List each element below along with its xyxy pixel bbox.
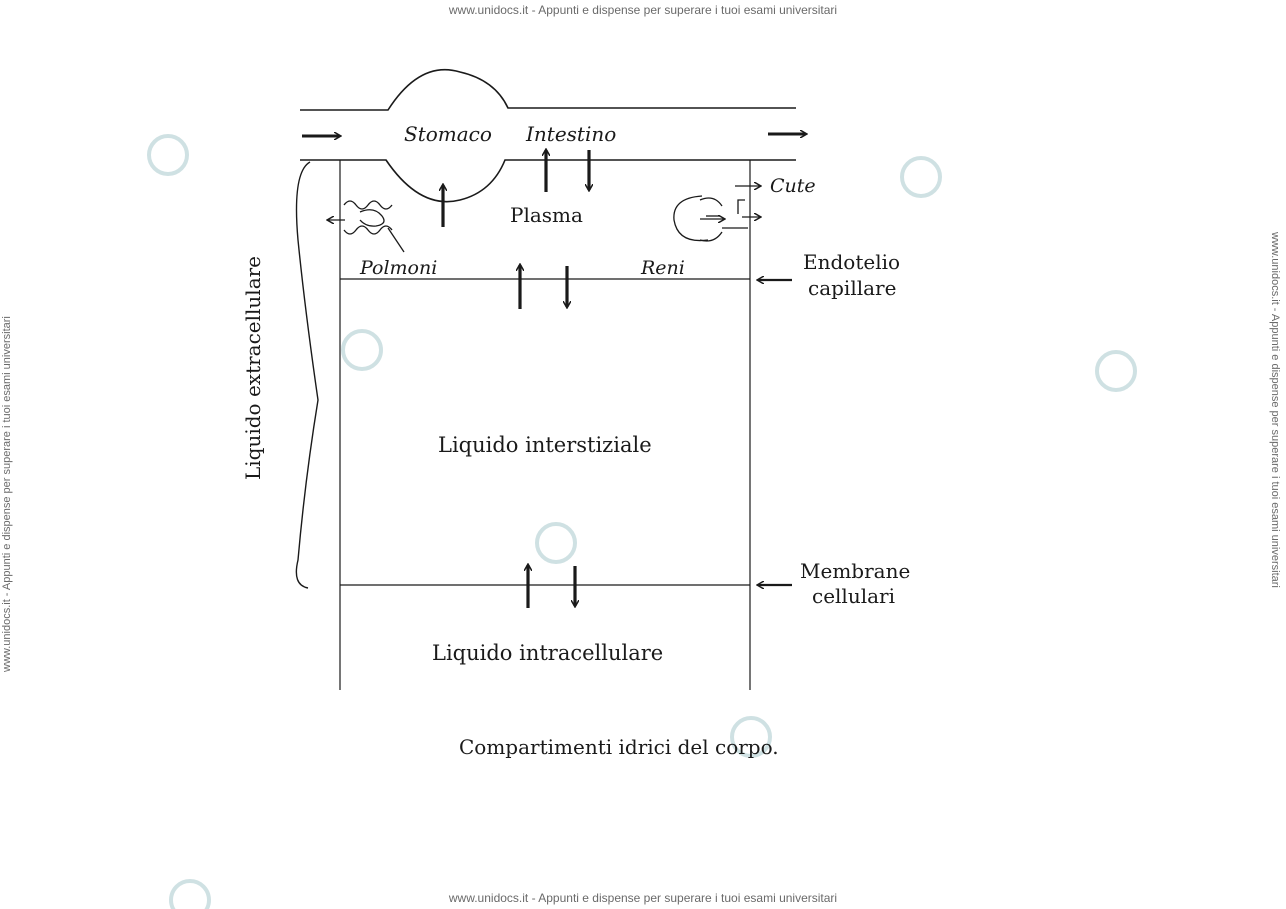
pointer-arrows	[758, 280, 792, 585]
label-plasma: Plasma	[510, 203, 583, 227]
label-endothelium-line2: capillare	[808, 276, 896, 300]
label-skin: Cute	[770, 175, 816, 197]
label-kidneys: Reni	[640, 257, 685, 279]
label-intracellular-fluid: Liquido intracellulare	[432, 641, 663, 665]
watermark-logo-icon	[730, 716, 772, 758]
label-intestine: Intestino	[525, 122, 616, 146]
label-interstitial-fluid: Liquido interstiziale	[438, 433, 652, 457]
extracellular-brace	[295, 161, 319, 589]
watermark-logo-icon	[1095, 350, 1137, 392]
watermark-logo-icon	[341, 329, 383, 371]
compartment-lines	[339, 160, 751, 690]
label-endothelium-line1: Endotelio	[803, 250, 900, 274]
watermark-logo-icon	[147, 134, 189, 176]
label-stomach: Stomaco	[404, 122, 492, 146]
gi-flow-arrows	[302, 134, 806, 136]
watermark-logo-icon	[900, 156, 942, 198]
watermark-bottom: www.unidocs.it - Appunti e dispense per …	[448, 891, 838, 905]
diagram-caption: Compartimenti idrici del corpo.	[459, 735, 779, 759]
label-extracellular-fluid: Liquido extracellulare	[241, 256, 265, 480]
kidney-icon	[673, 186, 760, 242]
watermark-logo-icon	[169, 879, 211, 909]
gi-tract	[300, 68, 796, 203]
label-lungs: Polmoni	[359, 257, 437, 279]
exchange-arrows	[443, 150, 589, 608]
watermark-top: www.unidocs.it - Appunti e dispense per …	[448, 3, 838, 17]
label-membranes-line1: Membrane	[800, 559, 910, 583]
watermark-logo-icon	[535, 522, 577, 564]
watermark-logos	[147, 134, 1137, 909]
label-membranes-line2: cellulari	[812, 584, 895, 608]
lungs-icon	[328, 200, 405, 253]
